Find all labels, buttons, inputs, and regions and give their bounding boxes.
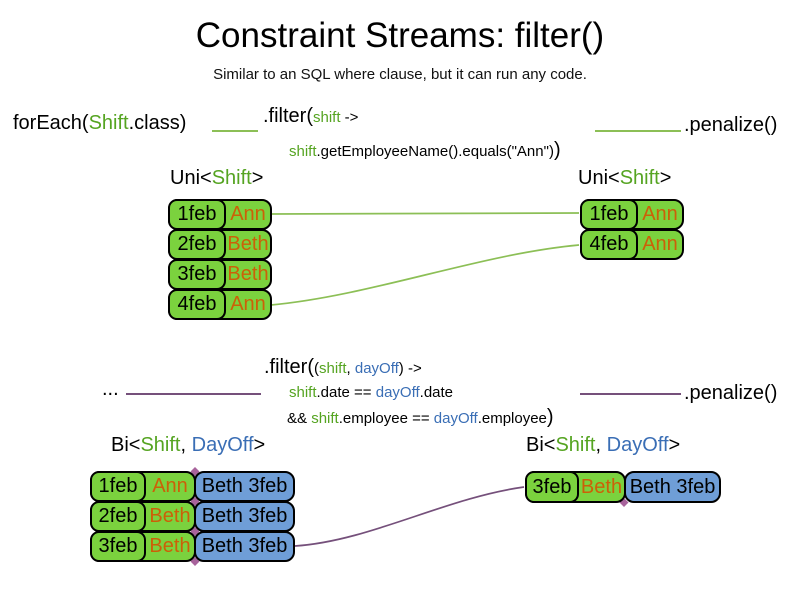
shift-employee-cell: Ann xyxy=(230,203,266,225)
bi-label-sep: , xyxy=(595,434,607,456)
bi-label-post: > xyxy=(253,434,266,456)
cond2-end: .employee xyxy=(477,410,547,427)
shift-employee-cell: Ann xyxy=(152,475,188,497)
shift-employee-cell: Ann xyxy=(230,293,266,315)
bi-label-right: Bi<Shift, DayOff> xyxy=(526,434,680,457)
shift-employee-cell: Beth xyxy=(227,263,269,285)
shift-employee-cell: Beth xyxy=(580,475,623,498)
shift-date-cell: 3feb xyxy=(168,259,226,290)
bi-label-sep: , xyxy=(180,434,192,456)
filter-close-arrow: ) -> xyxy=(398,360,422,377)
filter-keyword: .filter( xyxy=(263,105,313,127)
cond1-obj1: shift xyxy=(289,384,317,401)
bi-label-pre: Bi< xyxy=(526,434,556,456)
uni-label-pre: Uni< xyxy=(170,167,212,189)
cond2-pre: && xyxy=(287,410,312,427)
bi-left-row1-shift: 1feb Ann xyxy=(90,471,196,502)
code-filter-bottom-line2: shift.date == dayOff.date xyxy=(289,384,453,401)
filter-open-paren: ( xyxy=(314,360,319,377)
shift-date-cell: 1feb xyxy=(90,471,146,502)
page-title: Constraint Streams: filter() xyxy=(195,16,605,55)
uni-label-post: > xyxy=(251,167,264,189)
uni-right-row-4feb: 4feb Ann xyxy=(580,229,684,260)
bi-label-pre: Bi< xyxy=(111,434,141,456)
code-filter-bottom-line1: .filter((shift, dayOff) -> xyxy=(264,356,422,379)
cond1-end: .date xyxy=(419,384,454,401)
shift-date-cell: 4feb xyxy=(580,229,638,260)
uni-left-row-2feb: 2feb Beth xyxy=(168,229,272,260)
shift-date-cell: 3feb xyxy=(525,471,579,503)
shift-date-cell: 2feb xyxy=(90,501,146,532)
uni-match-curve-4feb xyxy=(270,244,580,306)
bi-left-row2-shift: 2feb Beth xyxy=(90,501,196,532)
cond2-mid: .employee == xyxy=(338,410,434,427)
cond2-obj1: shift xyxy=(311,410,339,427)
shift-employee-cell: Beth xyxy=(149,505,191,527)
bi-left-row3-dayoff: Beth 3feb xyxy=(194,531,295,562)
uni-label-type: Shift xyxy=(619,167,660,189)
bi-label-left: Bi<Shift, DayOff> xyxy=(111,434,265,457)
code-foreach-type: Shift xyxy=(88,112,129,134)
uni-left-row-1feb: 1feb Ann xyxy=(168,199,272,230)
cond1-mid: .date == xyxy=(316,384,376,401)
bi-label-post: > xyxy=(668,434,681,456)
uni-label-pre: Uni< xyxy=(578,167,620,189)
bi-label-type2: DayOff xyxy=(191,434,254,456)
filter-close-paren: ) xyxy=(553,139,561,161)
uni-left-row-3feb: 3feb Beth xyxy=(168,259,272,290)
code-foreach-pre: forEach( xyxy=(13,112,89,134)
bi-right-row1-dayoff: Beth 3feb xyxy=(624,471,721,503)
filter-param: shift xyxy=(313,109,341,126)
shift-employee-cell: Ann xyxy=(642,203,678,225)
filter-body-obj: shift xyxy=(289,143,317,160)
code-foreach-post: .class) xyxy=(128,112,187,134)
shift-date-cell: 4feb xyxy=(168,289,226,320)
uni-left-row-4feb: 4feb Ann xyxy=(168,289,272,320)
bi-right-row1-shift: 3feb Beth xyxy=(525,471,626,503)
shift-employee-cell: Beth xyxy=(149,535,191,557)
filter-keyword: .filter( xyxy=(264,356,314,378)
shift-employee-cell: Ann xyxy=(642,233,678,255)
filter-close-paren: ) xyxy=(546,406,554,428)
bi-label-type1: Shift xyxy=(140,434,181,456)
bi-left-row3-shift: 3feb Beth xyxy=(90,531,196,562)
code-penalize-top: .penalize() xyxy=(684,114,778,136)
filter-param1: shift xyxy=(319,360,347,377)
uni-label-type: Shift xyxy=(211,167,252,189)
uni-label-right: Uni<Shift> xyxy=(578,167,671,190)
code-filter-bottom-line3: && shift.employee == dayOff.employee) xyxy=(287,406,554,429)
code-ellipsis: ... xyxy=(102,378,119,400)
bi-label-type1: Shift xyxy=(555,434,596,456)
code-foreach: forEach(Shift.class) xyxy=(13,112,186,135)
page-subtitle: Similar to an SQL where clause, but it c… xyxy=(213,66,587,83)
bi-left-row1-dayoff: Beth 3feb xyxy=(194,471,295,502)
filter-arrow: -> xyxy=(340,109,359,126)
shift-date-cell: 2feb xyxy=(168,229,226,260)
bi-label-type2: DayOff xyxy=(606,434,669,456)
shift-date-cell: 3feb xyxy=(90,531,146,562)
bi-left-row2-dayoff: Beth 3feb xyxy=(194,501,295,532)
uni-label-left: Uni<Shift> xyxy=(170,167,263,190)
bi-match-curve-3feb xyxy=(294,486,525,547)
uni-label-post: > xyxy=(659,167,672,189)
uni-match-line-1feb xyxy=(270,212,580,215)
cond2-obj2: dayOff xyxy=(433,410,478,427)
shift-date-cell: 1feb xyxy=(580,199,638,230)
filter-body: .getEmployeeName().equals("Ann") xyxy=(316,143,554,160)
uni-right-row-1feb: 1feb Ann xyxy=(580,199,684,230)
cond1-obj2: dayOff xyxy=(375,384,420,401)
shift-employee-cell: Beth xyxy=(227,233,269,255)
code-penalize-bottom: .penalize() xyxy=(684,382,778,404)
shift-date-cell: 1feb xyxy=(168,199,226,230)
code-filter-top-line2: shift.getEmployeeName().equals("Ann")) xyxy=(289,139,561,162)
filter-param2: dayOff xyxy=(354,360,399,377)
filter-param-sep: , xyxy=(346,360,355,377)
code-filter-top-line1: .filter(shift -> xyxy=(263,105,358,128)
